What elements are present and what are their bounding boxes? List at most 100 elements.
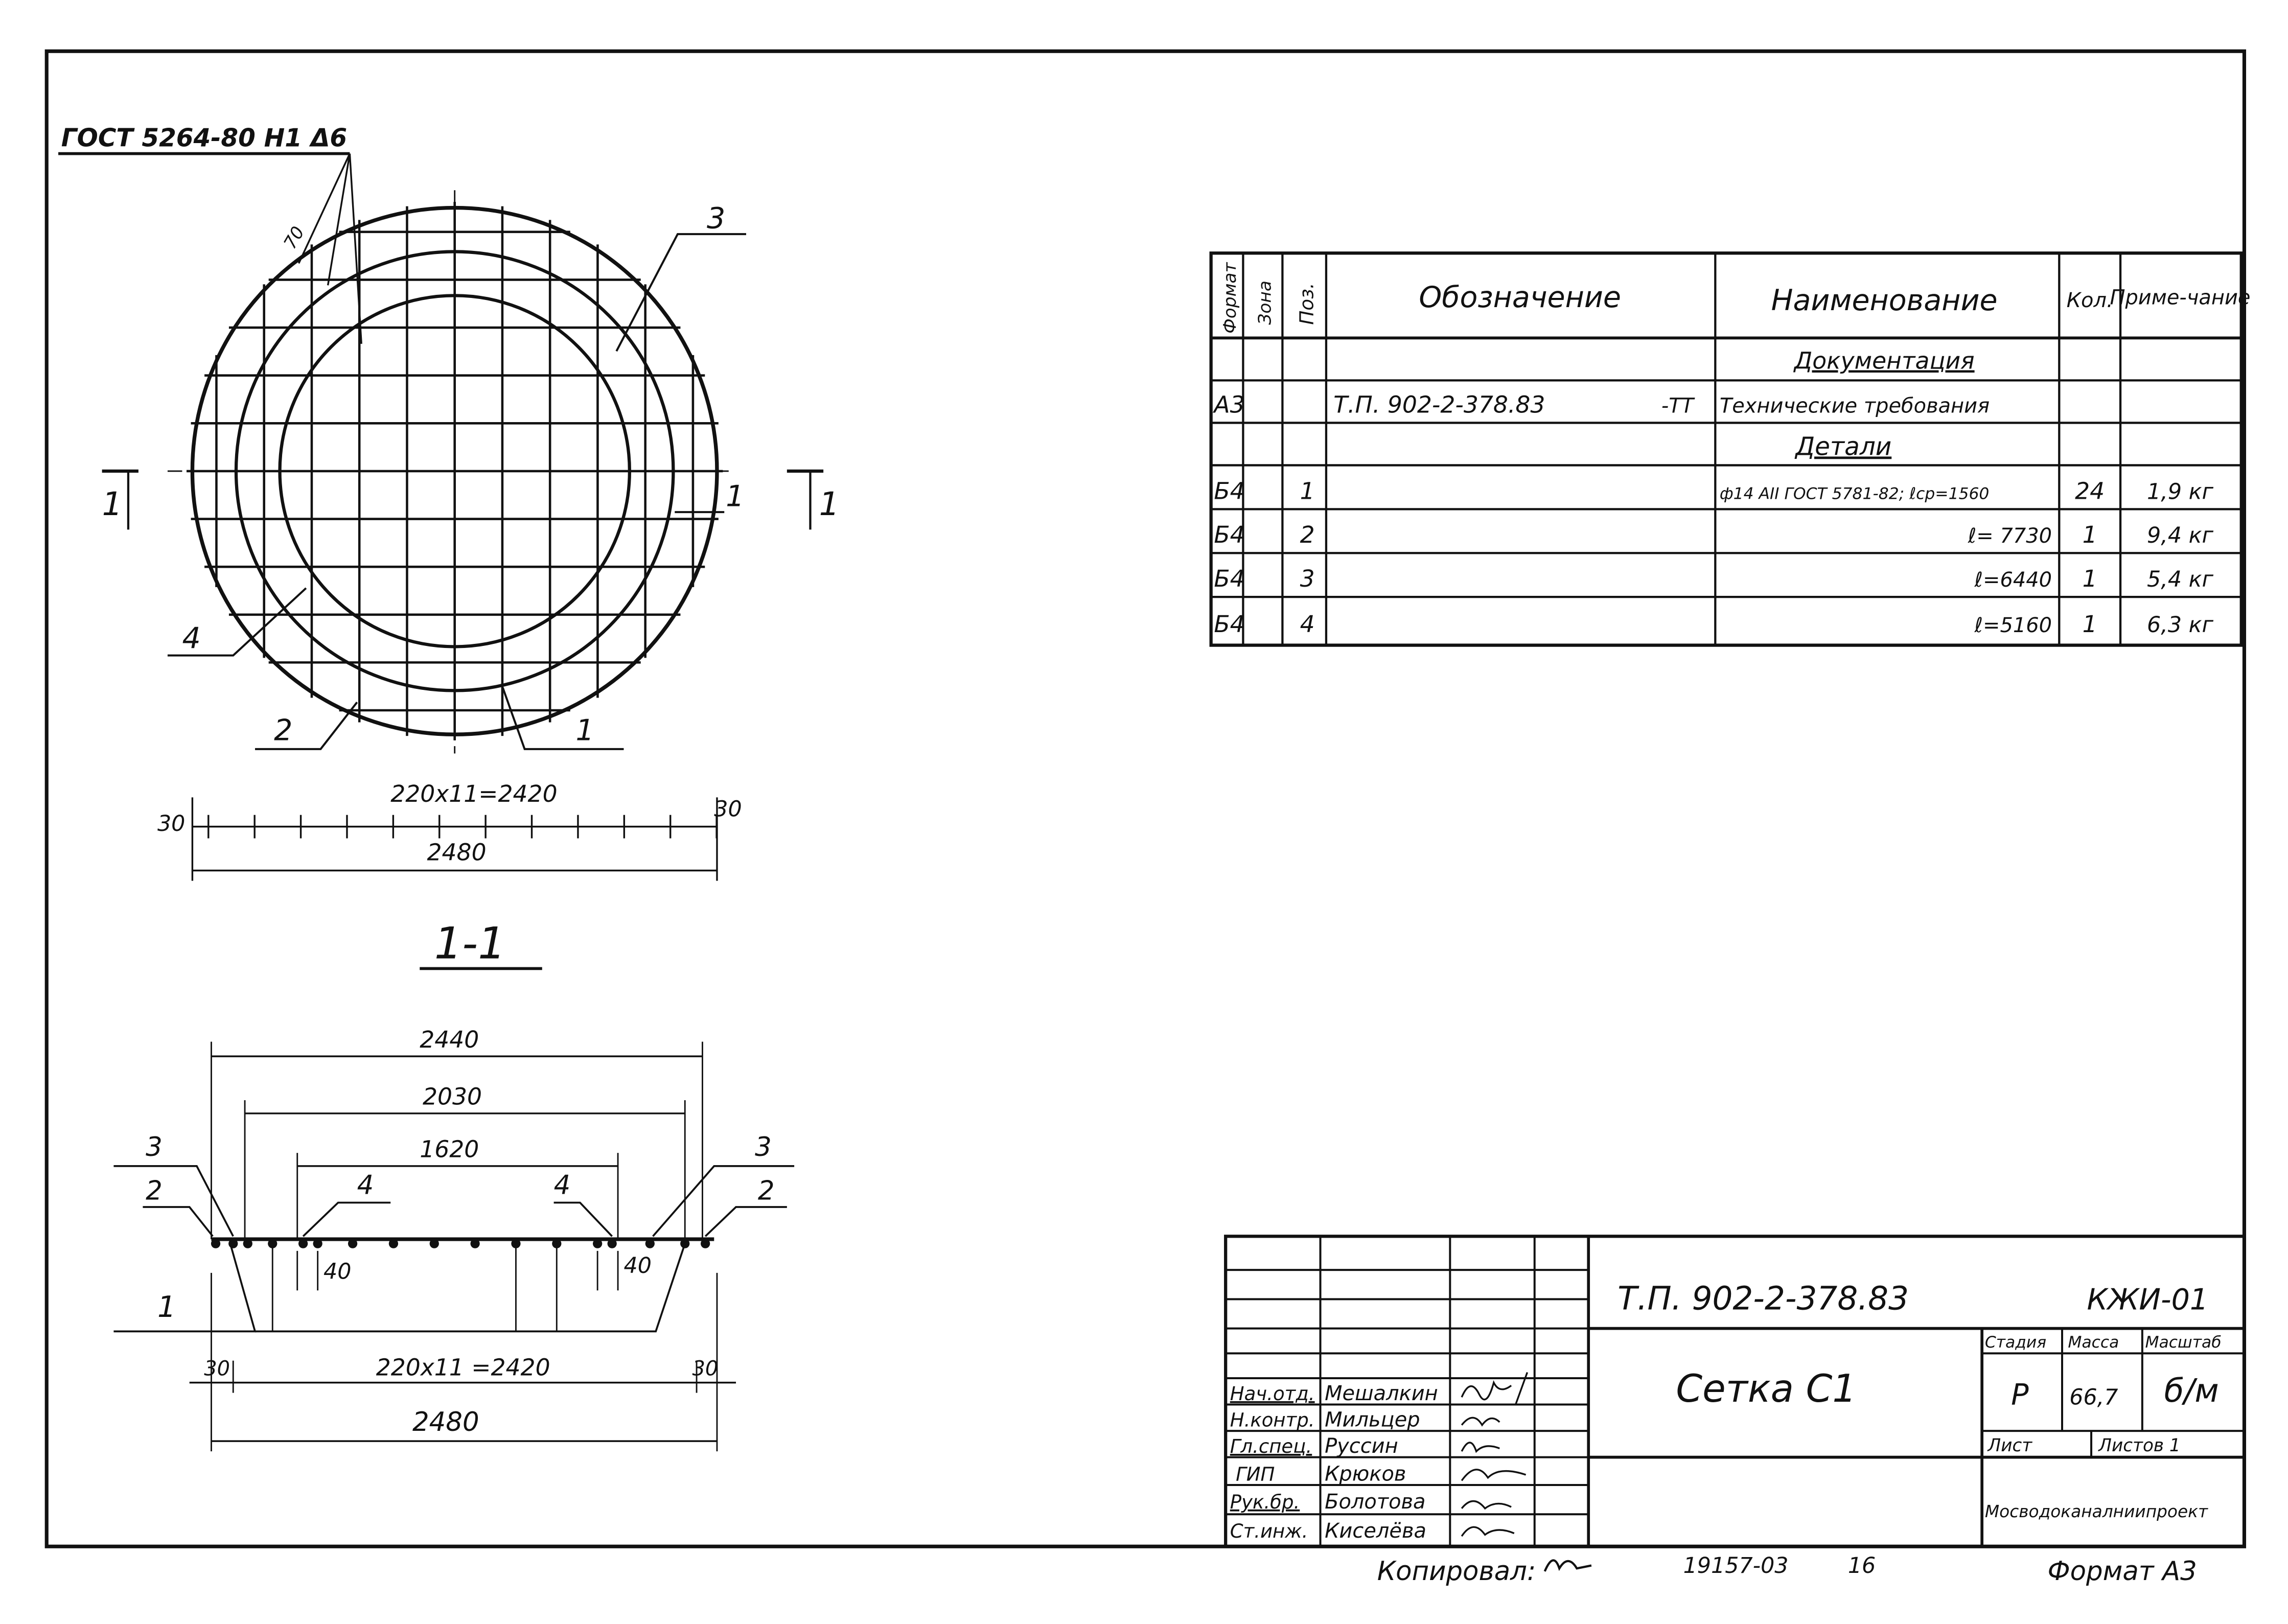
role-3: ГИП: [1236, 1463, 1275, 1485]
sheet-frame: [44, 49, 2247, 1548]
sec-dim-side-left: 30: [204, 1357, 230, 1380]
name-1: Мильцер: [1325, 1408, 1420, 1431]
sec-pos-3-right: 3: [755, 1132, 772, 1163]
hdr-zone: Зона: [1255, 281, 1276, 325]
scale-value: б/м: [2164, 1372, 2219, 1409]
rebar-section-dot: [552, 1239, 562, 1248]
sheet-label: Лист: [1987, 1435, 2033, 1456]
plan-dim-spacing: 220x11=2420: [390, 780, 557, 807]
row1-format: А3: [1212, 391, 1244, 418]
rebar-section-dot: [429, 1239, 439, 1248]
rebar-section-dot: [470, 1239, 480, 1248]
sheet-code: КЖИ-01: [2087, 1283, 2208, 1316]
sec-dim-40-left: 40: [323, 1259, 351, 1284]
copier-signature: [1543, 1559, 1592, 1572]
rebar-section-dot: [388, 1239, 399, 1248]
sec-dim-2030: 2030: [423, 1083, 482, 1110]
sec-dim-40-right: 40: [623, 1253, 651, 1279]
sec-dim-side-right: 30: [692, 1357, 719, 1380]
rebar-dots: [211, 1239, 710, 1248]
rebar-section-dot: [701, 1239, 710, 1248]
section-title: 1-1: [434, 918, 506, 969]
role-4: Рук.бр.: [1230, 1491, 1300, 1513]
pos-label-1-right: 1: [726, 480, 744, 514]
sec-pos-1: 1: [157, 1290, 176, 1324]
row6-note: 6,3 кг: [2147, 612, 2213, 638]
plan-view: ГОСТ 5264-80 Н1 Δ6 70 1 1 3 1 4 2 1: [58, 124, 840, 881]
title-block: Т.П. 902-2-378.83 КЖИ-01 Сетка С1 Стадия…: [1224, 1235, 2246, 1548]
row6-qty: 1: [2083, 611, 2097, 638]
hdr-name: Наименование: [1771, 284, 1998, 317]
sec-dim-overall: 2480: [412, 1407, 479, 1437]
rebar-section-dot: [313, 1239, 322, 1248]
section-mark-right: 1: [819, 485, 840, 523]
hdr-note: Приме-чание: [2110, 286, 2250, 309]
row3-qty: 24: [2075, 477, 2105, 504]
row5-name: ℓ=6440: [1974, 568, 2052, 592]
sec-dim-spacing: 220x11 =2420: [376, 1354, 550, 1381]
row1-suffix: -ТТ: [1661, 394, 1696, 417]
row4-format: Б4: [1214, 521, 1244, 548]
row5-pos: 3: [1300, 565, 1315, 592]
org-name: Мосводоканалниипроект: [1985, 1502, 2208, 1521]
plan-dim-side-left: 30: [157, 811, 185, 837]
role-1: Н.контр.: [1230, 1409, 1315, 1431]
rebar-section-dot: [268, 1239, 278, 1248]
name-2: Руссин: [1325, 1434, 1398, 1458]
copy-number: 19157-03: [1683, 1553, 1789, 1579]
sec-pos-3-left: 3: [146, 1132, 163, 1163]
pos-label-1-bottom: 1: [575, 714, 594, 748]
signatures: [1461, 1372, 1529, 1537]
hdr-pos: Поз.: [1296, 283, 1318, 324]
rebar-section-dot: [228, 1239, 238, 1248]
footer: Копировал: 19157-03 16 Формат А3: [1377, 1553, 2197, 1587]
row5-format: Б4: [1214, 565, 1244, 592]
rebar-section-dot: [348, 1239, 358, 1248]
copied-label: Копировал:: [1377, 1556, 1536, 1587]
rebar-section-dot: [243, 1239, 252, 1248]
rebar-section-dot: [511, 1239, 521, 1248]
name-5: Киселёва: [1325, 1519, 1426, 1543]
sec-dim-1620: 1620: [420, 1136, 479, 1163]
row2-name: Детали: [1794, 432, 1891, 461]
plan-dim-overall: 2480: [427, 839, 487, 866]
sheets-label: Листов 1: [2097, 1435, 2180, 1456]
plan-dim-side-right: 30: [714, 797, 742, 822]
hdr-designation: Обозначение: [1419, 281, 1621, 314]
spec-table: Формат Зона Поз. Обозначение Наименовани…: [1209, 251, 2251, 647]
doc-code: Т.П. 902-2-378.83: [1617, 1280, 1909, 1317]
section-view: 1-1 2440 2030 1620 3 2 4 4 3 2 40: [113, 918, 795, 1452]
row6-pos: 4: [1300, 611, 1315, 638]
row3-name: ф14 АII ГОСТ 5781-82; ℓср=1560: [1720, 484, 1990, 503]
row6-name: ℓ=5160: [1974, 614, 2052, 637]
stage-label: Стадия: [1985, 1333, 2046, 1352]
name-3: Крюков: [1325, 1462, 1406, 1486]
name-0: Мешалкин: [1325, 1382, 1438, 1405]
pos-label-3: 3: [707, 202, 725, 236]
weld-dim: 70: [280, 223, 309, 252]
section-mark-left: 1: [102, 485, 123, 523]
sec-dim-2440: 2440: [420, 1026, 479, 1053]
copy-num2: 16: [1848, 1553, 1876, 1579]
row0-name: Документация: [1793, 347, 1975, 374]
row4-note: 9,4 кг: [2147, 523, 2213, 548]
pos-label-2: 2: [274, 714, 292, 748]
row4-pos: 2: [1300, 521, 1315, 548]
pos-label-4: 4: [182, 621, 200, 655]
sec-pos-2-left: 2: [146, 1176, 163, 1207]
rebar-section-dot: [607, 1239, 617, 1248]
scale-label: Масштаб: [2145, 1333, 2222, 1352]
mass-value: 66,7: [2069, 1384, 2118, 1410]
role-0: Нач.отд.: [1230, 1383, 1315, 1405]
rebar-section-dot: [680, 1239, 690, 1248]
weld-note: ГОСТ 5264-80 Н1 Δ6: [61, 124, 347, 152]
stage-value: Р: [2011, 1378, 2029, 1411]
row5-qty: 1: [2083, 565, 2097, 592]
name-4: Болотова: [1325, 1490, 1425, 1514]
format-label: Формат А3: [2047, 1556, 2197, 1587]
row5-note: 5,4 кг: [2147, 567, 2213, 592]
sec-pos-4-left: 4: [357, 1170, 374, 1200]
row3-format: Б4: [1214, 477, 1244, 504]
mass-label: Масса: [2068, 1333, 2119, 1352]
